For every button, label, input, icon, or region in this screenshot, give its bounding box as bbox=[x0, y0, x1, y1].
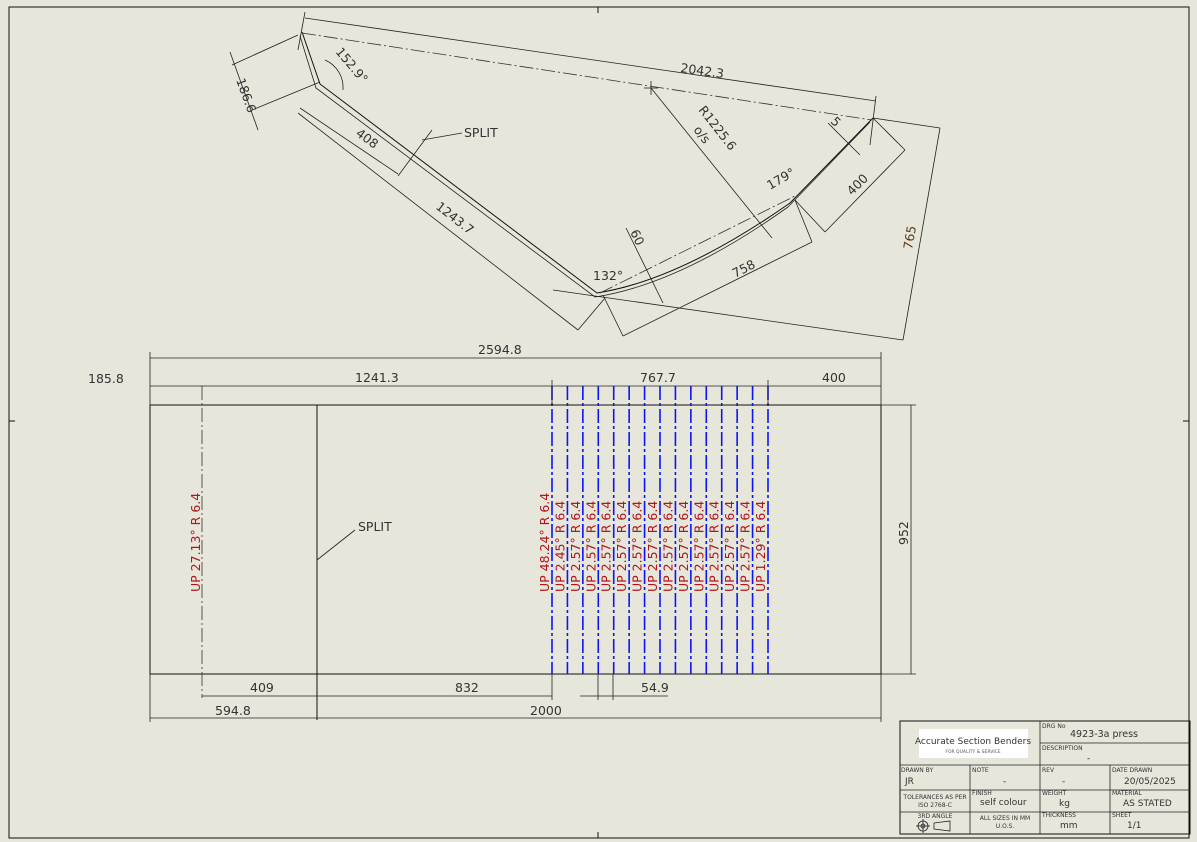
split-line bbox=[397, 129, 433, 177]
dim-bottom-3: 594.8 bbox=[215, 703, 251, 718]
bend-label: UP 2.57° R 6.4 bbox=[707, 501, 722, 592]
dim-overall-length: 2042.3 bbox=[680, 60, 725, 81]
bend-label: UP 2.57° R 6.4 bbox=[645, 501, 660, 592]
bend-label: UP 2.57° R 6.4 bbox=[630, 501, 645, 592]
weight-label: WEIGHT bbox=[1042, 790, 1067, 797]
finish: self colour bbox=[980, 798, 1027, 808]
dim-bottom-1: 409 bbox=[250, 680, 274, 695]
company-tagline: FOR QUALITY & SERVICE bbox=[945, 749, 1000, 755]
bend-label: UP 2.57° R 6.4 bbox=[568, 501, 583, 592]
tolerances-line-2: ISO 2768-C bbox=[918, 802, 952, 809]
finish-label: FINISH bbox=[972, 790, 992, 797]
angle-label: 3RD ANGLE bbox=[918, 813, 953, 820]
dim-left-offset: 185.8 bbox=[88, 371, 124, 386]
tolerances-line-1: TOLERANCES AS PER bbox=[902, 794, 966, 801]
first-bend-label: UP 27.13° R 6.4 bbox=[188, 493, 203, 592]
radius-leader bbox=[650, 87, 773, 239]
date-label: DATE DRAWN bbox=[1112, 767, 1152, 774]
split-label: SPLIT bbox=[464, 125, 498, 140]
split-label-flat: SPLIT bbox=[358, 519, 392, 534]
bend-label: UP 2.57° R 6.4 bbox=[660, 501, 675, 592]
dim-height: 952 bbox=[896, 521, 911, 545]
description-label: DESCRIPTION bbox=[1042, 745, 1083, 752]
sizes-line-1: ALL SIZES IN MM bbox=[980, 815, 1030, 822]
description: - bbox=[1087, 754, 1090, 764]
dim-split-offset: 408 bbox=[353, 125, 381, 151]
bend-label: UP 2.57° R 6.4 bbox=[738, 501, 753, 592]
profile-view: 2042.3 R1225.6 o/s 186.6 152.9° 408 1243… bbox=[229, 11, 941, 341]
dim-end-offset: 5 bbox=[828, 114, 844, 130]
sheet-border bbox=[8, 6, 1190, 839]
dim-bend-angle-1: 132° bbox=[593, 268, 623, 283]
material-label: MATERIAL bbox=[1112, 790, 1142, 797]
title-block: Accurate Section Benders FOR QUALITY & S… bbox=[899, 720, 1191, 835]
dim-bend-angle-2: 179° bbox=[764, 165, 798, 193]
material: AS STATED bbox=[1123, 799, 1172, 809]
dim-rise: 60 bbox=[627, 227, 647, 248]
dim-span-1: 1241.3 bbox=[355, 370, 399, 385]
dim-pitch: 54.9 bbox=[641, 680, 669, 695]
drawn-by-label: DRAWN BY bbox=[901, 767, 933, 774]
note: - bbox=[1003, 777, 1006, 787]
sheet-label: SHEET bbox=[1112, 812, 1132, 819]
drg-no: 4923-3a press bbox=[1070, 729, 1138, 740]
dim-arc-chord: 758 bbox=[730, 256, 758, 280]
bend-label: UP 48.24° R 6.4 bbox=[537, 493, 552, 592]
note-label: NOTE bbox=[972, 767, 989, 774]
rev-label: REV bbox=[1042, 767, 1055, 774]
dim-span-3: 400 bbox=[822, 370, 846, 385]
bend-label: UP 2.57° R 6.4 bbox=[676, 501, 691, 592]
dim-span-2: 767.7 bbox=[640, 370, 676, 385]
frame-ticks bbox=[9, 7, 1189, 838]
bend-label: UP 2.57° R 6.4 bbox=[599, 501, 614, 592]
company-name: Accurate Section Benders bbox=[915, 737, 1031, 747]
sizes-line-2: U.O.S. bbox=[996, 823, 1014, 830]
centre-line bbox=[301, 32, 873, 121]
date-drawn: 20/05/2025 bbox=[1124, 777, 1176, 787]
dim-overall-height: 765 bbox=[900, 224, 919, 250]
rev: - bbox=[1062, 777, 1065, 787]
dim-bottom-4: 2000 bbox=[530, 703, 562, 718]
dim-flange-angle: 152.9° bbox=[333, 44, 372, 86]
weight: kg bbox=[1059, 799, 1070, 809]
dim-flange-length: 186.6 bbox=[233, 76, 259, 115]
third-angle-projection-icon bbox=[916, 819, 951, 833]
drawn-by: JR bbox=[904, 777, 914, 787]
dim-overall-width: 2594.8 bbox=[478, 342, 522, 357]
bend-label: UP 2.57° R 6.4 bbox=[583, 501, 598, 592]
bend-label: UP 1.29° R 6.4 bbox=[753, 501, 768, 592]
thickness: mm bbox=[1060, 821, 1078, 831]
dim-end-length: 400 bbox=[844, 171, 872, 199]
bend-label: UP 2.57° R 6.4 bbox=[614, 501, 629, 592]
company-logo bbox=[919, 729, 1028, 758]
sheet: 1/1 bbox=[1127, 821, 1141, 831]
bend-label: UP 2.57° R 6.4 bbox=[691, 501, 706, 592]
dim-bottom-2: 832 bbox=[455, 680, 479, 695]
drg-no-label: DRG No bbox=[1042, 723, 1066, 730]
dim-straight-length: 1243.7 bbox=[433, 199, 477, 238]
thickness-label: THICKNESS bbox=[1041, 812, 1076, 819]
bend-label: UP 2.45° R 6.4 bbox=[552, 501, 567, 592]
bend-label: UP 2.57° R 6.4 bbox=[722, 501, 737, 592]
flat-outline bbox=[149, 404, 882, 675]
